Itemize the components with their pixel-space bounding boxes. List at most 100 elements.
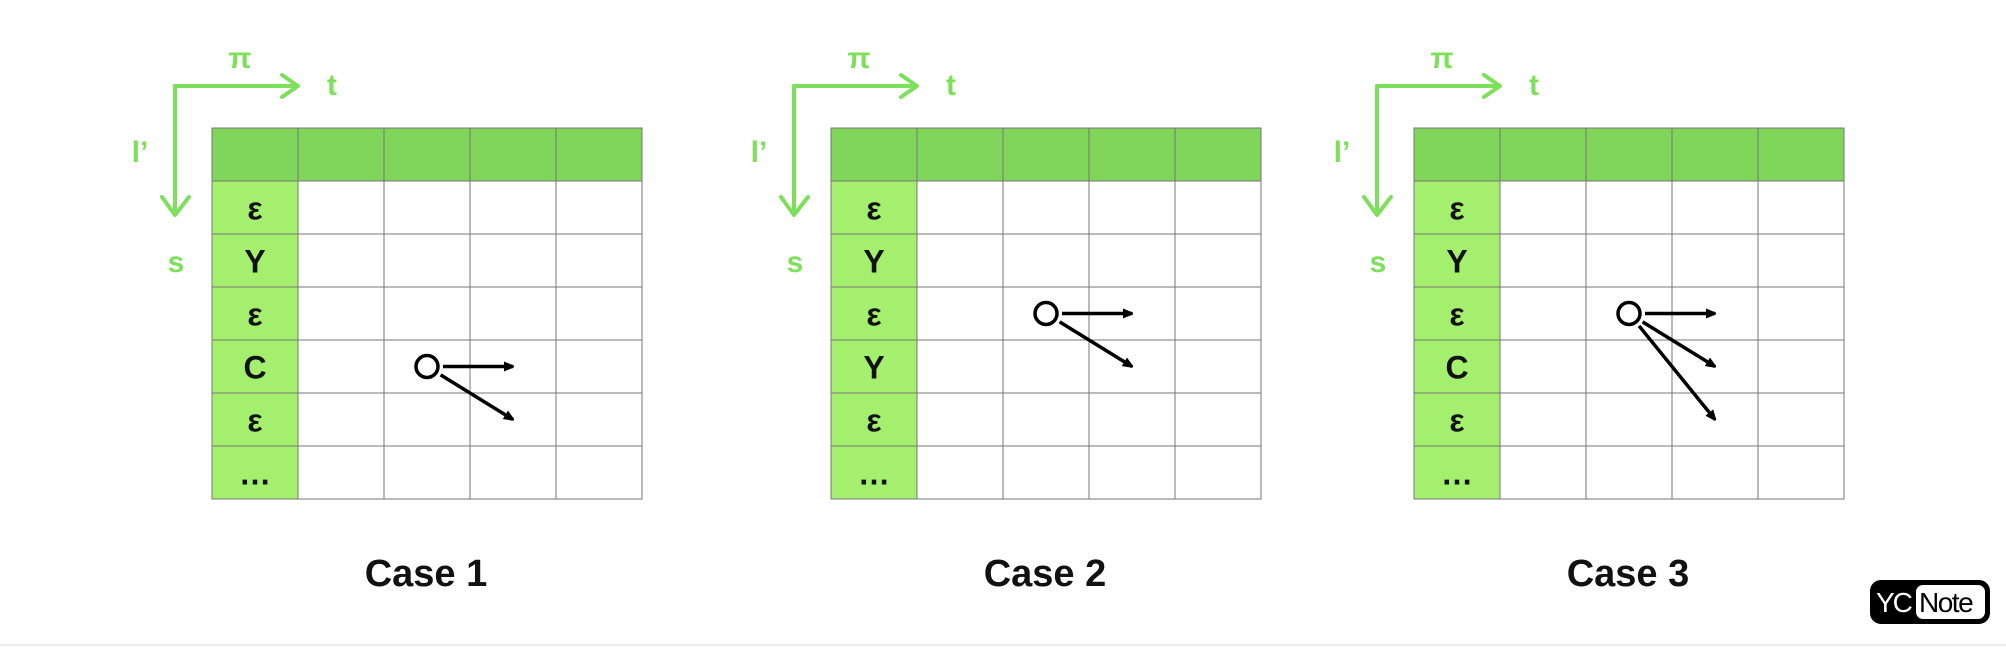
axis-label-s: s <box>787 246 804 279</box>
row-label-cell <box>1413 233 1501 288</box>
header-cell <box>469 127 557 182</box>
axis-label-t: t <box>946 69 956 102</box>
table-cell <box>383 392 471 447</box>
header-cell <box>555 127 643 182</box>
axis-label-s: s <box>1370 246 1387 279</box>
table-cell <box>1174 180 1262 235</box>
axis-vertical-arrowhead <box>1362 195 1393 217</box>
case-title: Case 1 <box>365 553 488 595</box>
table-cell <box>1002 180 1090 235</box>
axis-label-t: t <box>1529 69 1539 102</box>
axis-vertical-arrowhead <box>160 195 191 217</box>
header-cell <box>1088 127 1176 182</box>
logo-text-note: Note <box>1919 587 1973 618</box>
table-cell <box>297 233 385 288</box>
row-label-cell <box>211 180 299 235</box>
header-cell <box>1002 127 1090 182</box>
row-label-cell <box>830 392 918 447</box>
axis-label-l-prime: l’ <box>1334 136 1351 169</box>
row-label-cell <box>211 339 299 394</box>
header-cell <box>1413 127 1501 182</box>
row-label: ε <box>1449 191 1464 227</box>
table-cell <box>469 233 557 288</box>
table-cell <box>555 180 643 235</box>
table-cell <box>297 339 385 394</box>
table-cell <box>1757 445 1845 500</box>
row-label: ε <box>247 403 262 439</box>
table-cell <box>1671 445 1759 500</box>
table-cell <box>1757 233 1845 288</box>
axis-label-s: s <box>168 246 185 279</box>
table-cell <box>916 180 1004 235</box>
row-label: Y <box>1446 244 1467 280</box>
row-label-cell <box>830 445 918 500</box>
table-cell <box>1757 339 1845 394</box>
transition-arrows <box>414 353 513 420</box>
row-label: ε <box>866 403 881 439</box>
table-cell <box>1499 445 1587 500</box>
grid-table: εYεCε… <box>211 127 643 500</box>
axis-arrows <box>160 73 300 217</box>
row-label-cell <box>830 286 918 341</box>
grid-table: εYεCε… <box>1413 127 1845 500</box>
table-cell <box>297 180 385 235</box>
table-cell <box>297 445 385 500</box>
table-cell <box>383 445 471 500</box>
table-cell <box>297 286 385 341</box>
table-cell <box>1585 233 1673 288</box>
table-cell <box>1174 392 1262 447</box>
case-title: Case 3 <box>1567 553 1690 595</box>
transition-arrow <box>1641 320 1715 367</box>
table-cell <box>1499 180 1587 235</box>
table-cell <box>555 286 643 341</box>
table-cell <box>297 392 385 447</box>
table-cell <box>1499 339 1587 394</box>
header-cell <box>383 127 471 182</box>
table-cell <box>1088 180 1176 235</box>
table-cell <box>1002 392 1090 447</box>
row-label: Y <box>244 244 265 280</box>
table-cell <box>1174 233 1262 288</box>
table-cell <box>555 339 643 394</box>
header-cell <box>1671 127 1759 182</box>
table-cell <box>555 233 643 288</box>
table-cell <box>1499 392 1587 447</box>
grid-table: εYεYε… <box>830 127 1262 500</box>
transition-arrow <box>1058 320 1132 367</box>
table-cell <box>1499 286 1587 341</box>
table-cell <box>1757 180 1845 235</box>
row-label: C <box>1445 350 1468 386</box>
header-cell <box>1585 127 1673 182</box>
table-cell <box>916 339 1004 394</box>
table-cell <box>1174 286 1262 341</box>
row-label-cell <box>211 445 299 500</box>
table-cell <box>1757 392 1845 447</box>
axis-arrows <box>779 73 919 217</box>
row-label: … <box>1441 456 1473 492</box>
table-cell <box>469 286 557 341</box>
table-cell <box>1499 233 1587 288</box>
table-cell <box>1585 392 1673 447</box>
table-cell <box>1585 445 1673 500</box>
header-cell <box>211 127 299 182</box>
table-cell <box>1671 180 1759 235</box>
ycnote-logo: YC Note <box>1870 580 1990 624</box>
axis-label-l-prime: l’ <box>132 136 149 169</box>
row-label-cell <box>211 286 299 341</box>
transition-arrows <box>1616 300 1715 420</box>
row-label-cell <box>830 180 918 235</box>
table-cell <box>1002 445 1090 500</box>
logo-text-yc: YC <box>1876 587 1913 618</box>
table-cell <box>1671 233 1759 288</box>
table-cell <box>383 286 471 341</box>
current-state-node <box>414 353 440 380</box>
table-cell <box>1002 233 1090 288</box>
table-cell <box>1174 445 1262 500</box>
axis-horizontal-arrowhead <box>1482 73 1502 99</box>
axis-label-l-prime: l’ <box>751 136 768 169</box>
transition-arrow <box>1637 324 1715 420</box>
row-label: ε <box>866 297 881 333</box>
